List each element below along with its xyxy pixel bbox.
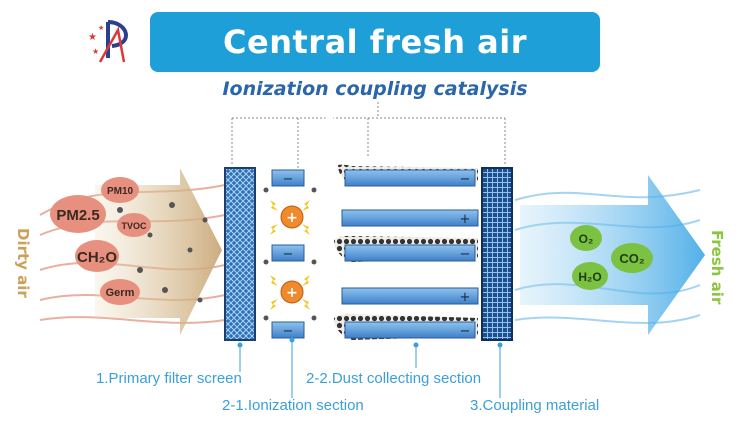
primary-filter-screen <box>224 167 256 341</box>
fresh-air-flow <box>514 175 705 335</box>
charge-positive: + <box>286 210 298 226</box>
pollutant-bubbles <box>50 177 151 305</box>
charge-positive: + <box>286 285 298 301</box>
leader-lines <box>239 340 501 398</box>
charge-negative: − <box>283 172 294 187</box>
pollutant-tvoc: TVOC <box>121 221 147 231</box>
charge-negative: − <box>460 324 471 339</box>
label-coupling-material: 3.Coupling material <box>470 397 600 414</box>
svg-text:★: ★ <box>88 32 97 43</box>
pollutant-pm10: PM10 <box>107 186 134 197</box>
fresh-air-label: Fresh air <box>708 230 726 305</box>
leader-dot <box>497 342 503 348</box>
dust-collecting-plates <box>334 164 479 340</box>
leader-dot <box>289 337 295 343</box>
label-primary-filter: 1.Primary filter screen <box>96 370 242 387</box>
charge-negative: − <box>460 172 471 187</box>
svg-text:★: ★ <box>98 24 104 32</box>
product-co2: CO₂ <box>619 251 645 266</box>
charge-positive: + <box>460 212 471 227</box>
callout-bracket <box>231 102 506 168</box>
pollutant-pm25: PM2.5 <box>56 207 99 224</box>
svg-text:★: ★ <box>92 47 99 56</box>
page-title: Central fresh air Systerm <box>150 12 600 121</box>
product-h2o: H₂O <box>578 270 601 284</box>
charge-positive: + <box>460 290 471 305</box>
ionization-bars <box>263 169 317 339</box>
pollutant-ch2o: CH₂O <box>77 249 117 266</box>
charge-negative: − <box>283 247 294 262</box>
charge-negative: − <box>460 247 471 262</box>
charge-negative: − <box>283 324 294 339</box>
pollutant-germ: Germ <box>106 287 135 299</box>
company-logo-icon: ★ ★ ★ <box>88 20 128 63</box>
page-subtitle: Ionization coupling catalysis <box>222 78 528 100</box>
leader-dot <box>237 342 243 348</box>
label-ionization: 2-1.Ionization section <box>222 397 364 414</box>
dirty-air-label: Dirty air <box>14 228 32 298</box>
coupling-material-block <box>481 167 513 341</box>
label-dust-collecting: 2-2.Dust collecting section <box>306 370 482 387</box>
leader-dot <box>413 342 419 348</box>
product-o2: O₂ <box>579 232 594 246</box>
